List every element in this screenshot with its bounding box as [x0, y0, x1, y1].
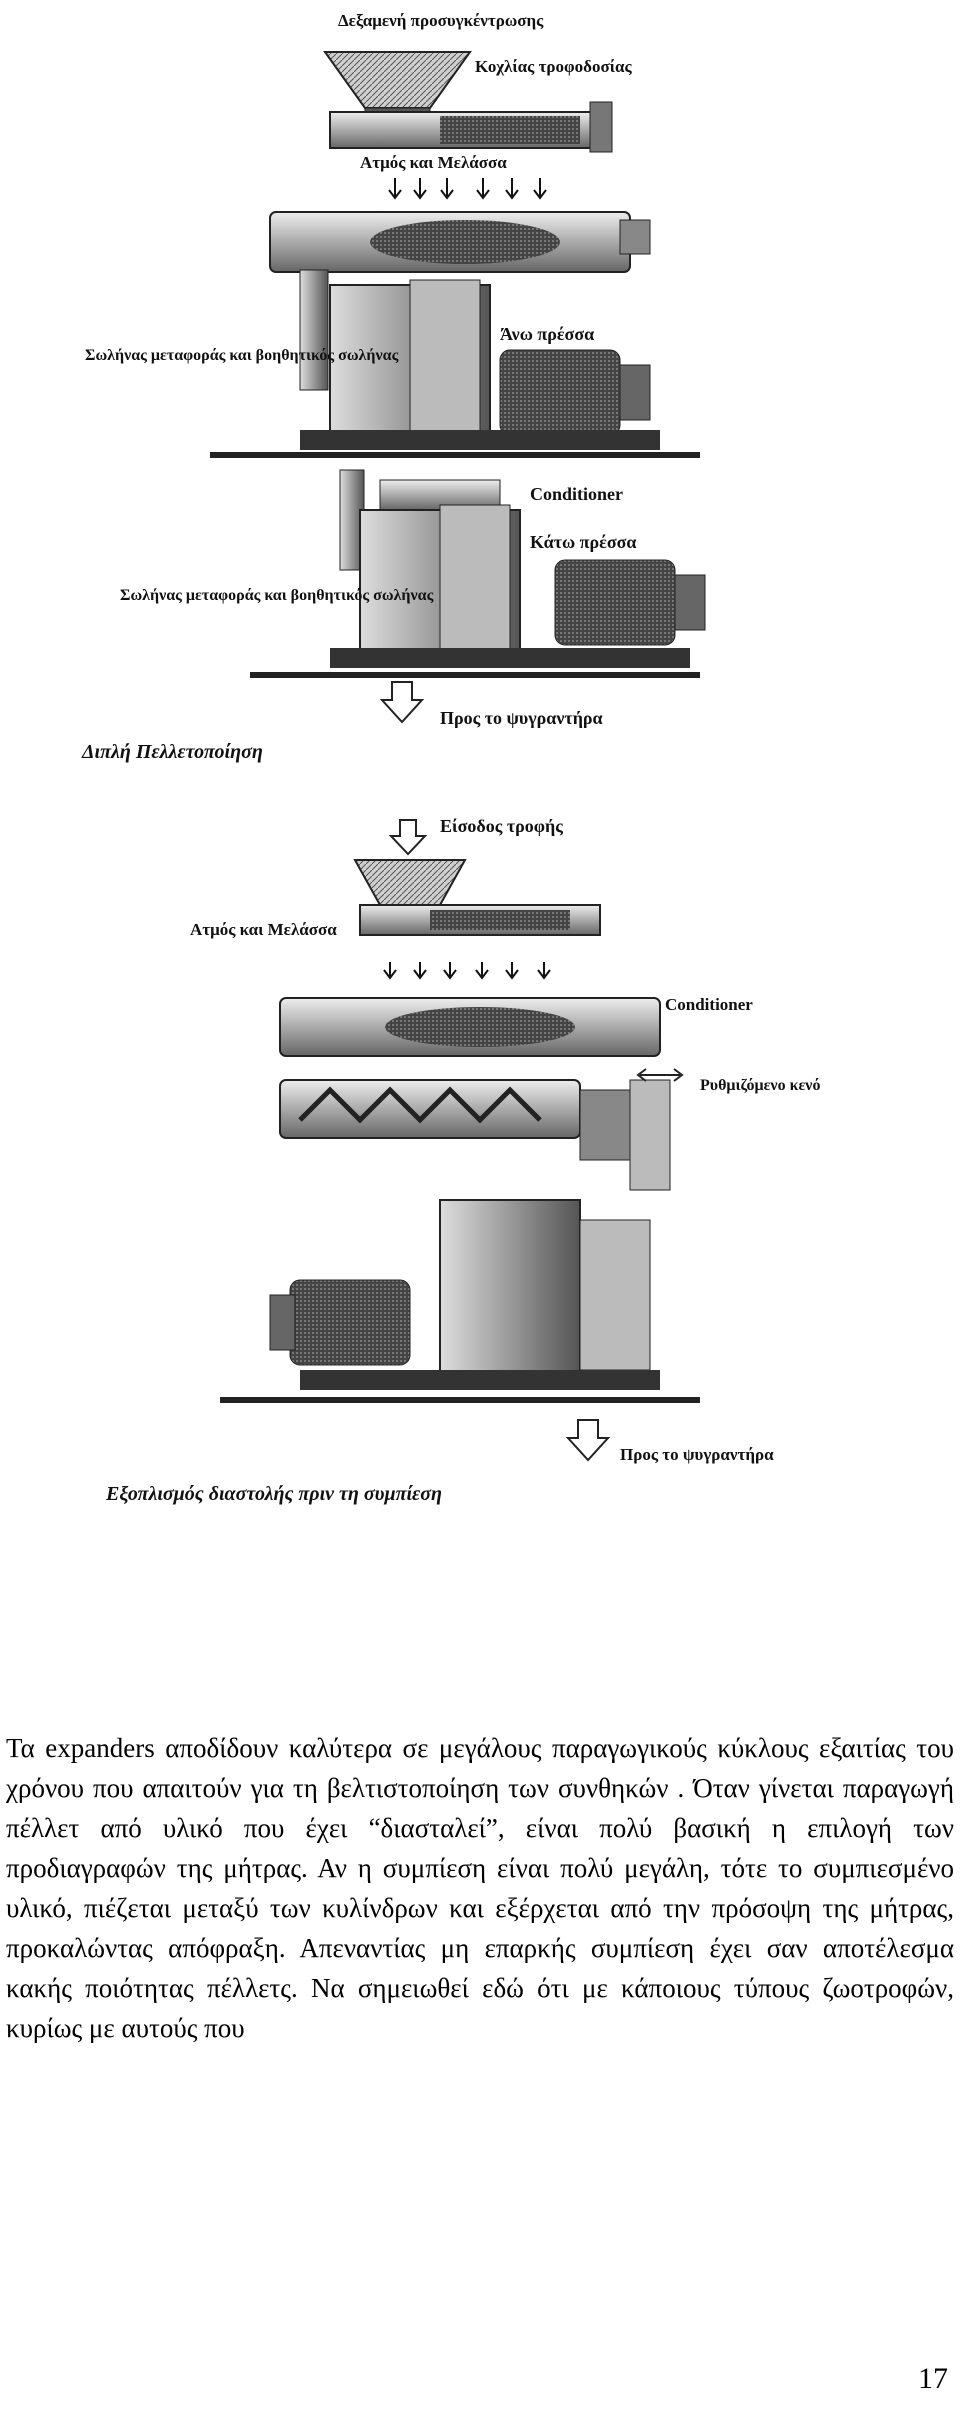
label-feed-screw: Κοχλίας τροφοδοσίας [475, 57, 632, 76]
feed-input-arrow [388, 819, 428, 856]
steam-arrows [388, 178, 547, 200]
body-paragraph: Τα expanders αποδίδουν καλύτερα σε μεγάλ… [6, 1728, 954, 2048]
label-expander-conditioner: Conditioner [665, 995, 753, 1014]
label-to-cooler-bottom: Προς το ψυγραντήρα [620, 1445, 774, 1464]
caption-expander: Εξοπλισμός διαστολής πριν τη συμπίεση [105, 1483, 442, 1505]
expander-pellet-press [269, 1199, 660, 1390]
label-conditioner-top: Conditioner [530, 484, 623, 504]
expander-feed-screw [359, 904, 601, 936]
expander-screw [279, 1079, 671, 1191]
expander-hopper [353, 859, 467, 906]
gap-arrow [636, 1068, 684, 1082]
conditioner-drum [269, 211, 651, 273]
label-adjustable-gap: Ρυθμιζόμενο κενό [700, 1077, 820, 1094]
label-to-cooler-top: Προς το ψυγραντήρα [440, 708, 603, 728]
expander-conditioner [279, 997, 661, 1057]
transfer-pipe-upper [299, 269, 329, 391]
body-text: Τα expanders αποδίδουν καλύτερα σε μεγάλ… [6, 1733, 954, 2043]
label-expander-steam: Ατμός και Μελάσσα [190, 920, 337, 939]
label-transfer-pipe-2: Σωλήνας μεταφοράς και βοηθητικός σωλήνας [120, 587, 434, 604]
process-diagrams: Δεξαμενή προσυγκέντρωσης Κοχλίας τροφοδο… [81, 11, 820, 1505]
caption-double-pelleting: Διπλή Πελλετοποίηση [81, 741, 263, 763]
expander-outlet-arrow [565, 1419, 611, 1462]
label-steam-molasses: Ατμός και Μελάσσα [360, 153, 507, 172]
lower-press [330, 479, 706, 668]
page-number: 17 [918, 2362, 948, 2395]
label-transfer-pipe-1: Σωλήνας μεταφοράς και βοηθητικός σωλήνας [85, 347, 399, 364]
outlet-arrow [379, 681, 425, 724]
label-lower-press: Κάτω πρέσσα [530, 532, 636, 552]
expander-steam-arrows [383, 962, 551, 980]
label-feed-tank: Δεξαμενή προσυγκέντρωσης [338, 11, 544, 30]
upper-press [300, 279, 660, 450]
label-upper-press: Άνω πρέσσα [500, 324, 594, 344]
feed-screw [329, 101, 613, 153]
expander-diagram: Είσοδος τροφής Ατμός και Μελάσσα Conditi… [105, 816, 820, 1505]
label-feed-input: Είσοδος τροφής [440, 816, 563, 836]
double-pelleting-diagram: Δεξαμενή προσυγκέντρωσης Κοχλίας τροφοδο… [81, 11, 706, 763]
